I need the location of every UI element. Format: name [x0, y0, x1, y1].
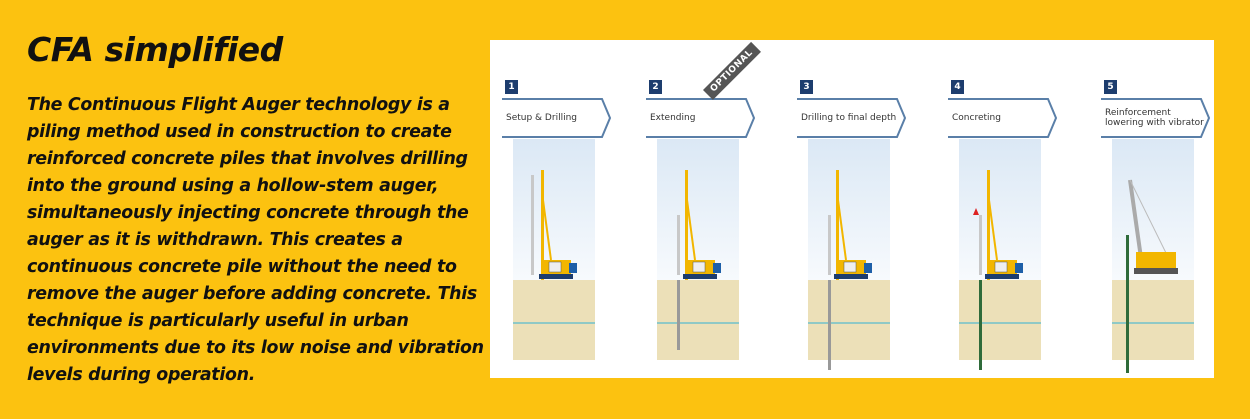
water-table-line	[959, 322, 1041, 324]
sky-background	[959, 139, 1041, 280]
sky-background	[808, 139, 890, 280]
drilling-rig-icon	[973, 170, 1023, 370]
step-label: Concreting	[952, 112, 1001, 123]
drilling-rig-icon	[677, 170, 721, 350]
process-step: 1 Setup & Drilling	[502, 40, 617, 378]
chevron-arrow-icon	[1101, 98, 1211, 138]
step-number-badge: 5	[1104, 80, 1117, 94]
step-label: Drilling to final depth	[801, 112, 897, 123]
page-title: CFA simplified	[27, 30, 283, 69]
chevron-arrow-icon	[502, 98, 612, 138]
step-number-badge: 4	[951, 80, 964, 94]
step-number-badge: 2	[649, 80, 662, 94]
water-table-line	[808, 322, 890, 324]
step-label: Extending	[650, 112, 696, 123]
ground-section	[513, 280, 595, 360]
chevron-arrow-icon	[948, 98, 1058, 138]
ground-section	[657, 280, 739, 360]
equipment-illustration	[657, 160, 739, 384]
equipment-illustration	[808, 160, 890, 384]
sky-background	[657, 139, 739, 280]
process-step: 3 Drilling to final depth	[797, 40, 912, 378]
drilling-rig-icon	[531, 170, 577, 280]
water-table-line	[657, 322, 739, 324]
process-step: 2 Extending	[646, 40, 761, 378]
equipment-illustration	[1112, 160, 1194, 384]
step-label: Reinforcement lowering with vibrator	[1105, 107, 1204, 128]
crane-icon	[1126, 179, 1178, 373]
step-number-badge: 1	[505, 80, 518, 94]
description-text: The Continuous Flight Auger technology i…	[27, 95, 484, 385]
process-step: 4 Concreting	[948, 40, 1063, 378]
step-number-badge: 3	[800, 80, 813, 94]
equipment-illustration	[513, 160, 595, 384]
step-label: Setup & Drilling	[506, 112, 577, 123]
drilling-rig-icon	[828, 170, 872, 370]
cfa-process-diagram: 1 Setup & Drilling 2 Extending	[490, 40, 1214, 378]
chevron-arrow-icon	[797, 98, 907, 138]
ground-section	[1112, 280, 1194, 360]
ground-section	[808, 280, 890, 360]
ground-section	[959, 280, 1041, 360]
sky-background	[513, 139, 595, 280]
water-table-line	[1112, 322, 1194, 324]
process-step: 5 Reinforcement lowering with vibrator	[1101, 40, 1216, 378]
water-table-line	[513, 322, 595, 324]
equipment-illustration	[959, 160, 1041, 384]
